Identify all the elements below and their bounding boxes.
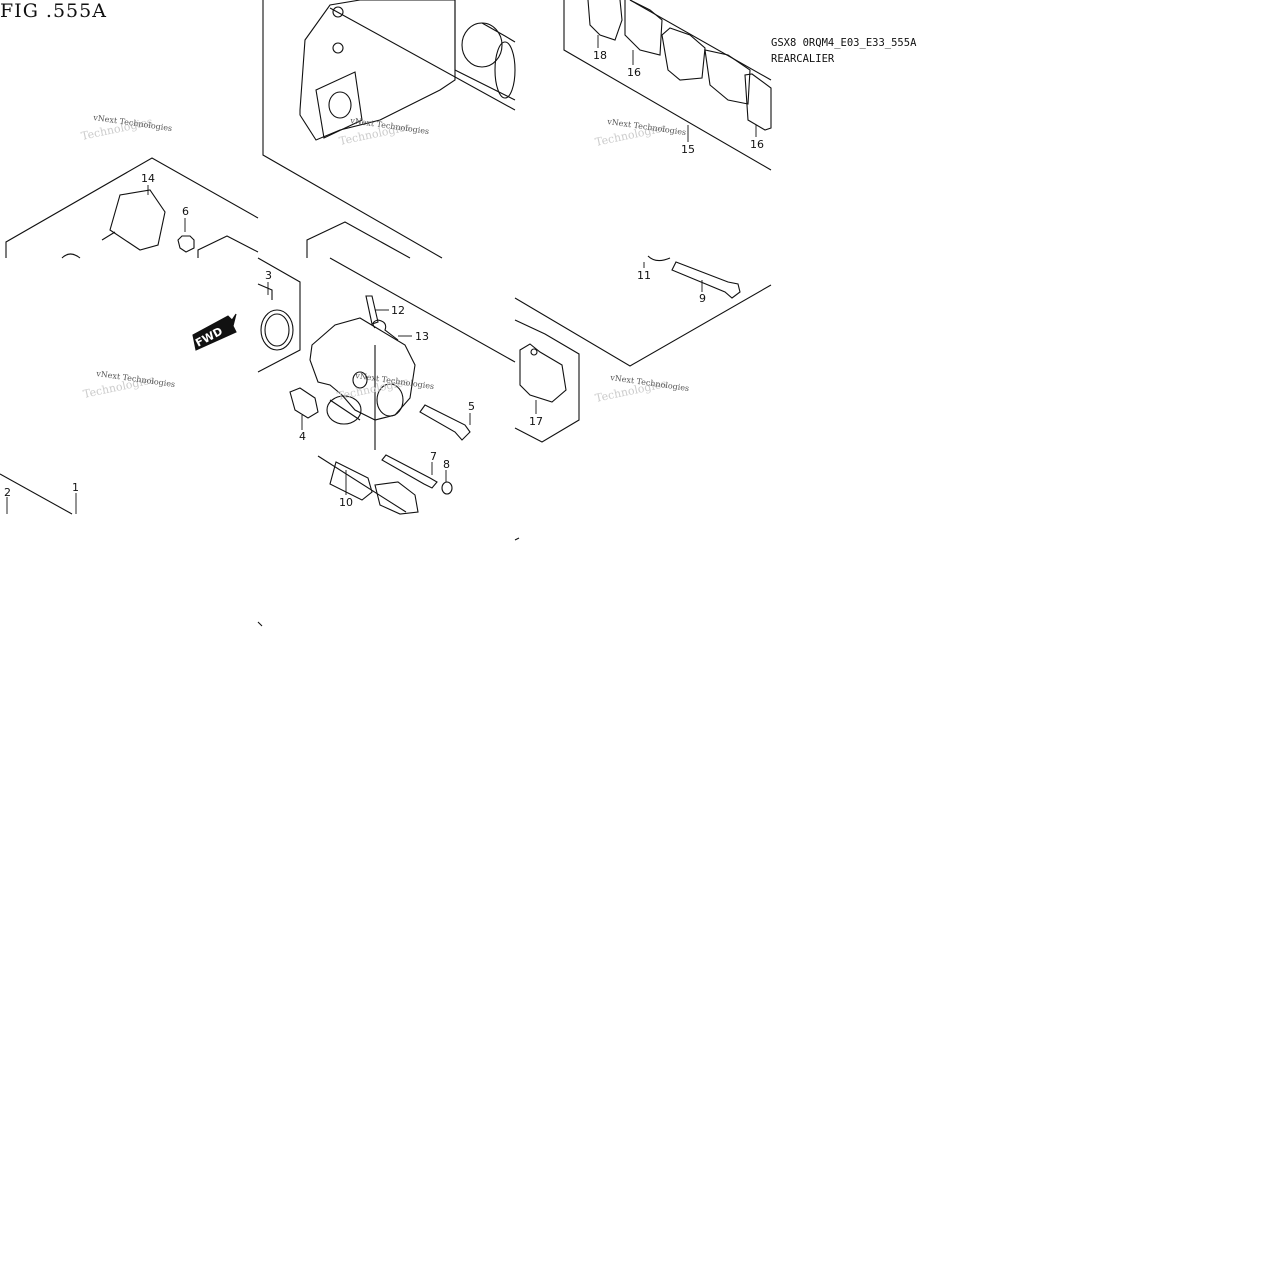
callout-15: 15 bbox=[681, 143, 695, 156]
frame-piston-box bbox=[454, 0, 516, 101]
callout-4: 4 bbox=[299, 430, 306, 443]
caliper-body-bottom bbox=[309, 317, 416, 421]
callout-12: 12 bbox=[391, 304, 405, 317]
frame-left-box bbox=[197, 235, 259, 258]
frame-left-kit bbox=[5, 157, 259, 258]
frame-caliper-top bbox=[329, 257, 516, 363]
piston-boot bbox=[374, 481, 419, 515]
slide-pin-bolt bbox=[419, 404, 471, 441]
fwd-arrow-badge bbox=[192, 313, 237, 351]
frame-lower-outline bbox=[514, 284, 772, 367]
brake-pad-17 bbox=[519, 343, 567, 403]
callout-2: 2 bbox=[4, 486, 11, 499]
caliper-piston bbox=[326, 395, 362, 425]
callout-17: 17 bbox=[529, 415, 543, 428]
watermark-group: Technologies vNext Technologies Technolo… bbox=[80, 113, 690, 405]
frame-pad-box bbox=[514, 319, 580, 443]
callout-16: 16 bbox=[750, 138, 764, 151]
callout-13: 13 bbox=[415, 330, 429, 343]
callout-8: 8 bbox=[443, 458, 450, 471]
model-code-label: GSX8 0RQM4_E03_E33_555A bbox=[771, 37, 917, 49]
frame-seal-box bbox=[257, 257, 301, 373]
pad-set-top bbox=[587, 0, 772, 131]
frame-caliper-box bbox=[306, 221, 411, 259]
bleeder-screw bbox=[365, 295, 379, 325]
callout-11: 11 bbox=[637, 269, 651, 282]
callout-labels: 18 16 15 16 14 6 3 12 13 11 9 17 5 4 7 8… bbox=[4, 49, 764, 509]
frame-top-outline bbox=[262, 0, 443, 259]
frame-right-outline bbox=[563, 0, 772, 171]
pad-spring-left bbox=[109, 189, 166, 251]
banjo-fitting bbox=[372, 319, 399, 341]
callout-7: 7 bbox=[430, 450, 437, 463]
frame-left-bottom bbox=[0, 473, 73, 515]
mounting-bolt bbox=[671, 261, 741, 299]
pad-pin-11 bbox=[647, 255, 671, 262]
bleeder-cap bbox=[177, 235, 195, 253]
pad-clip bbox=[289, 387, 319, 419]
section-name-label: REARCALIER bbox=[771, 53, 835, 65]
callout-10: 10 bbox=[339, 496, 353, 509]
seal-ring bbox=[260, 309, 294, 351]
pin-boot bbox=[441, 481, 453, 495]
callout-16: 16 bbox=[627, 66, 641, 79]
callout-5: 5 bbox=[468, 400, 475, 413]
figure-title: FIG .555A bbox=[0, 0, 107, 22]
callout-1: 1 bbox=[72, 481, 79, 494]
callout-18: 18 bbox=[593, 49, 607, 62]
callout-14: 14 bbox=[141, 172, 155, 185]
callout-3: 3 bbox=[265, 269, 272, 282]
slide-pin bbox=[381, 454, 438, 489]
caliper-body-top bbox=[299, 0, 456, 141]
frame-bottom-left bbox=[317, 455, 407, 513]
callout-9: 9 bbox=[699, 292, 706, 305]
sleeve bbox=[329, 461, 373, 501]
callout-6: 6 bbox=[182, 205, 189, 218]
